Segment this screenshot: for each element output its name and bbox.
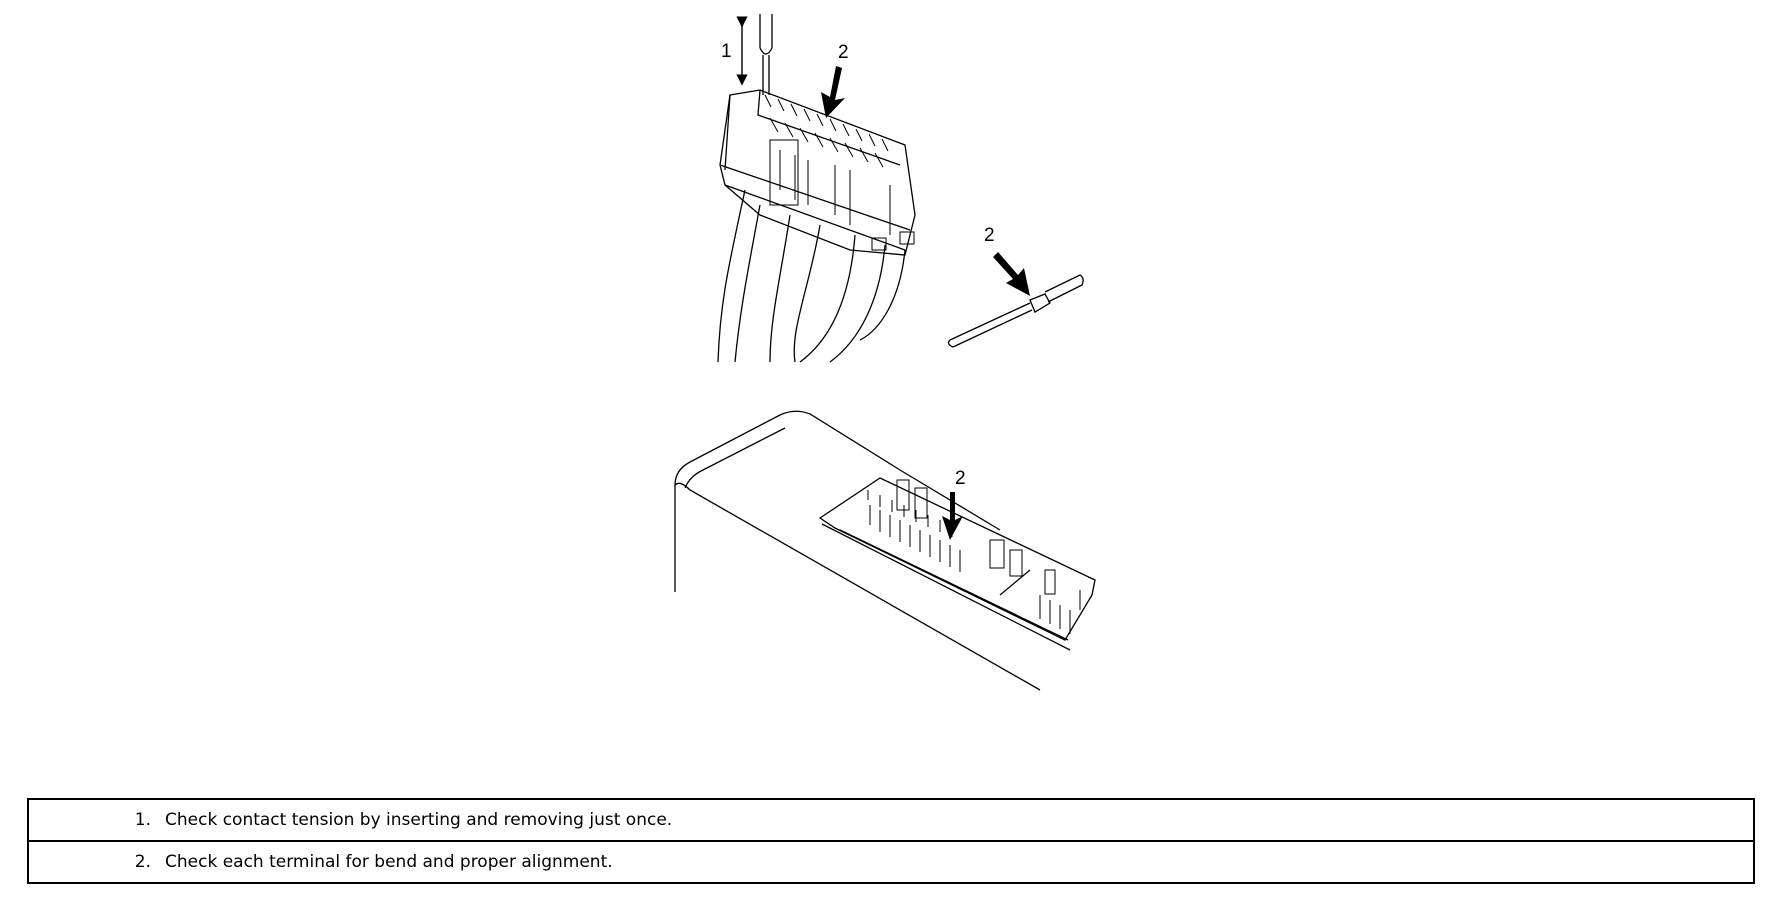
legend-number: 1.: [134, 810, 151, 830]
legend-row: 2. Check each terminal for bend and prope…: [27, 840, 1755, 884]
callout-2-upper-arrow: [821, 66, 845, 118]
legend-cell: 2. Check each terminal for bend and prope…: [27, 840, 1755, 884]
legend-text: Check each terminal for bend and proper …: [165, 852, 613, 872]
callout-1-upper: 1: [721, 41, 732, 62]
callout-2-upper: 2: [838, 42, 849, 63]
connector-inspection-illustration: 1 2 2 2: [674, 14, 1096, 691]
legend-table: 1. Check contact tension by inserting and…: [27, 798, 1755, 884]
ecu-housing-drawing: [674, 410, 1096, 691]
callout-2-terminal-arrow: [993, 252, 1030, 296]
legend-text: Check contact tension by inserting and r…: [165, 810, 673, 830]
callout-2-ecu-arrow: [942, 492, 963, 540]
callout-2-terminal: 2: [984, 225, 995, 246]
loose-terminal-drawing: [947, 274, 1084, 348]
legend-row: 1. Check contact tension by inserting and…: [27, 798, 1755, 842]
legend-number: 2.: [134, 852, 151, 872]
callout-2-ecu: 2: [955, 468, 966, 489]
harness-connector-drawing: [717, 14, 916, 363]
legend-cell: 1. Check contact tension by inserting and…: [27, 798, 1755, 842]
